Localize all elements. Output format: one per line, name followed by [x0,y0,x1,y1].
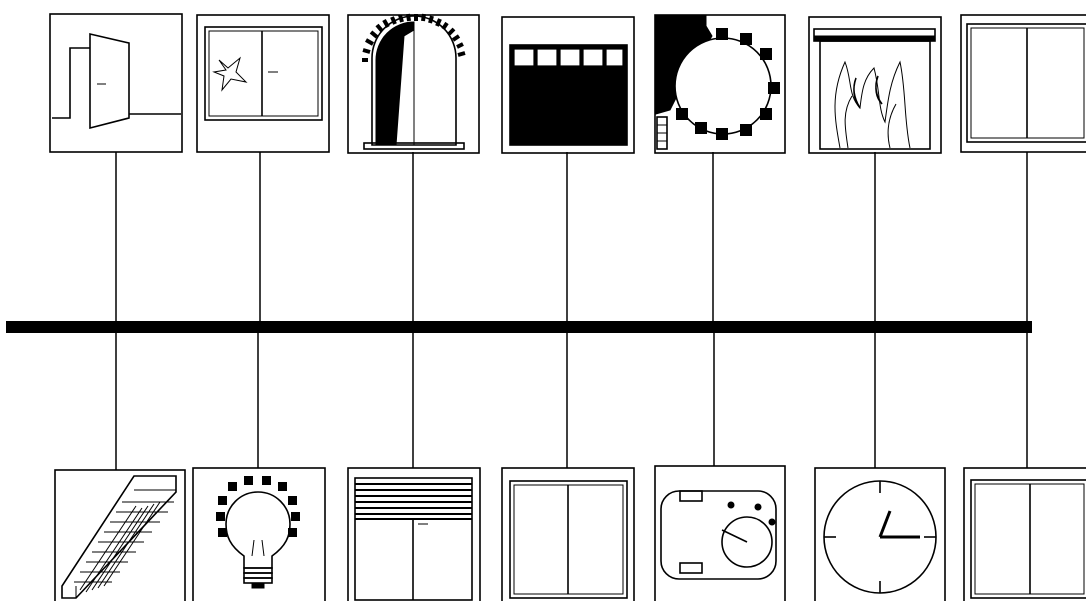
window-fire-icon [808,16,942,154]
bulb-rays [216,476,300,537]
thermostat-icon [654,465,786,601]
door-icon [49,13,183,153]
ceiling-light-fixture-icon [54,469,186,601]
smoke-detector-icon [654,14,786,154]
roller-shutter-icon [347,467,481,601]
window-icon [960,14,1086,153]
bottom-connectors [115,333,1028,470]
clock-icon [814,467,946,601]
arch-bricks [362,13,466,62]
window-glass-break-icon [196,14,330,153]
garage-panels [513,48,624,67]
garage-door-icon [501,16,635,154]
light-bulb-icon [192,467,326,601]
top-connectors [115,152,1028,321]
arched-window-icon [347,13,480,154]
window-icon [963,467,1086,601]
smoke-detector-vents [676,28,780,140]
bus-line [6,321,1032,333]
fixture-grid [74,501,174,593]
shutter-slats [355,483,472,520]
window-icon [501,467,635,601]
